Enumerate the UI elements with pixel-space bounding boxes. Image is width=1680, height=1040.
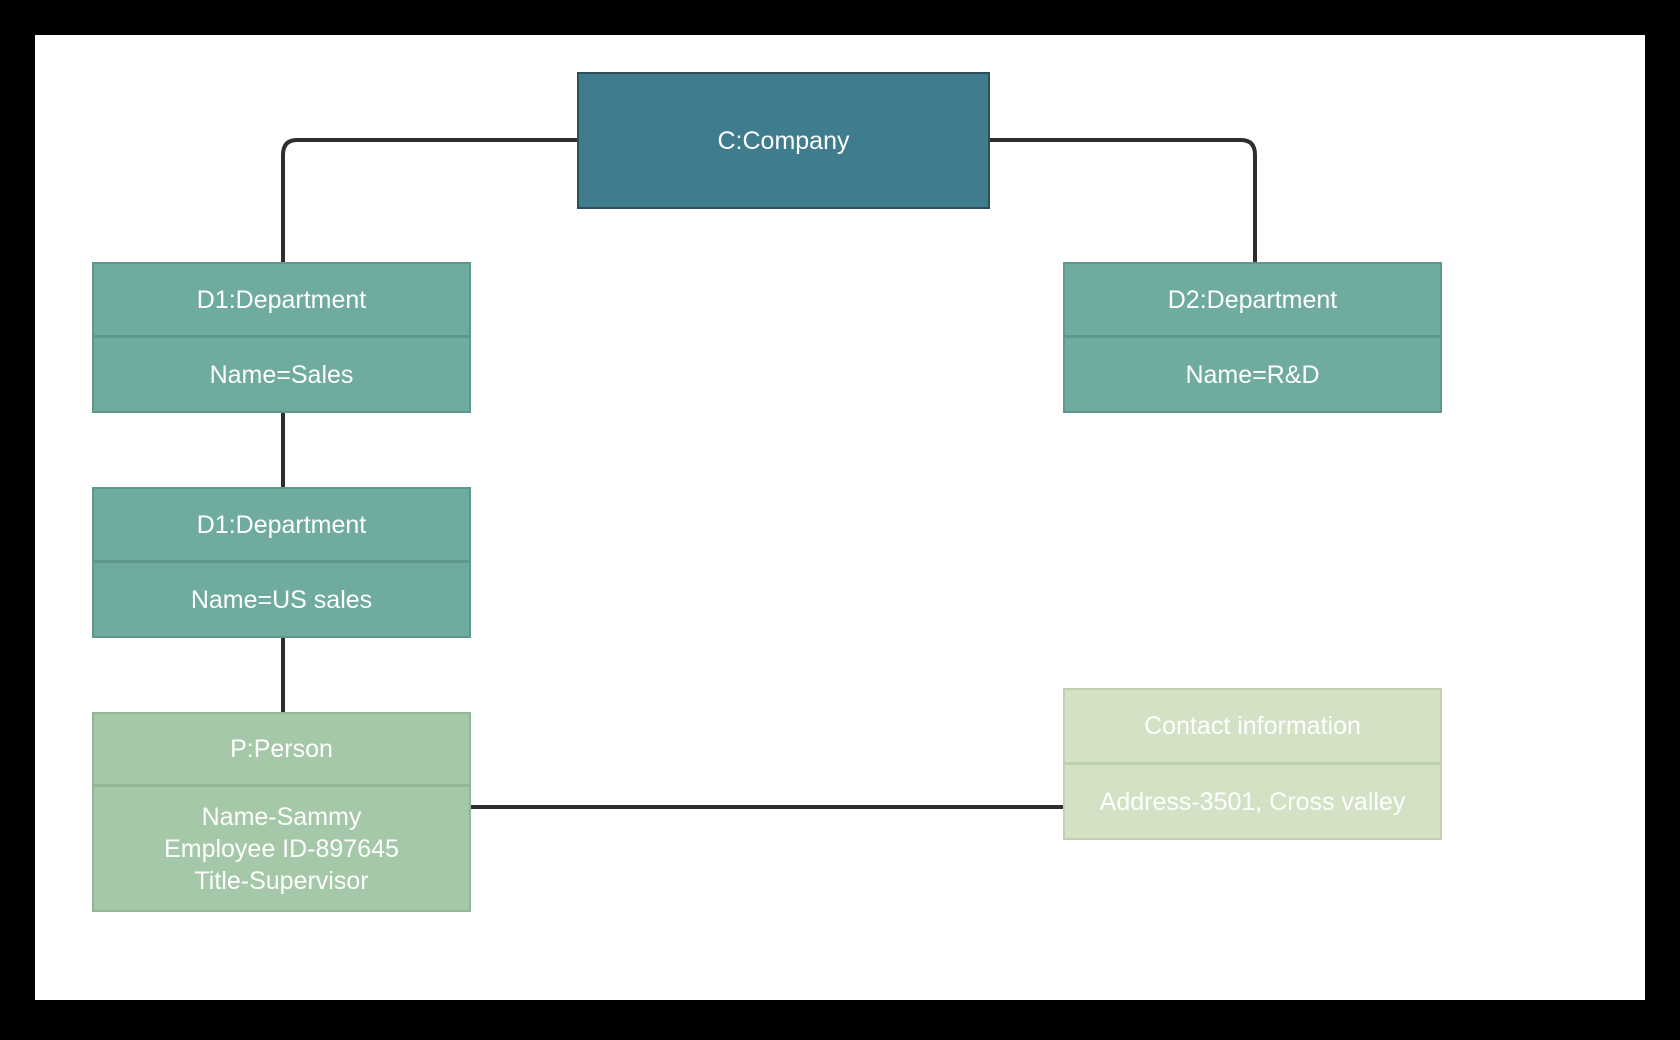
node-dept-us-sales-header: D1:Department xyxy=(94,489,469,563)
node-person-attributes: Name-Sammy Employee ID-897645 Title-Supe… xyxy=(164,802,399,895)
diagram-canvas[interactable]: C:Company D1:Department Name=Sales D2:De… xyxy=(35,35,1645,1000)
edge-company-to-dept-rnd xyxy=(990,138,1257,262)
node-person-header: P:Person xyxy=(94,714,469,787)
node-contact-header: Contact information xyxy=(1065,690,1440,765)
node-dept-sales[interactable]: D1:Department Name=Sales xyxy=(92,262,471,413)
node-dept-sales-header: D1:Department xyxy=(94,264,469,338)
node-company-header: C:Company xyxy=(717,126,850,155)
node-contact-information[interactable]: Contact information Address-3501, Cross … xyxy=(1063,688,1442,840)
node-dept-rnd[interactable]: D2:Department Name=R&D xyxy=(1063,262,1442,413)
node-dept-sales-attributes: Name=Sales xyxy=(209,360,354,389)
node-contact-attributes: Address-3501, Cross valley xyxy=(1099,787,1406,816)
node-company[interactable]: C:Company xyxy=(577,72,990,209)
node-dept-rnd-attributes: Name=R&D xyxy=(1185,360,1320,389)
node-person[interactable]: P:Person Name-Sammy Employee ID-897645 T… xyxy=(92,712,471,912)
node-dept-us-sales[interactable]: D1:Department Name=US sales xyxy=(92,487,471,638)
node-dept-us-sales-attributes: Name=US sales xyxy=(190,585,373,614)
node-dept-rnd-header: D2:Department xyxy=(1065,264,1440,338)
edge-company-to-dept-sales xyxy=(281,138,577,262)
